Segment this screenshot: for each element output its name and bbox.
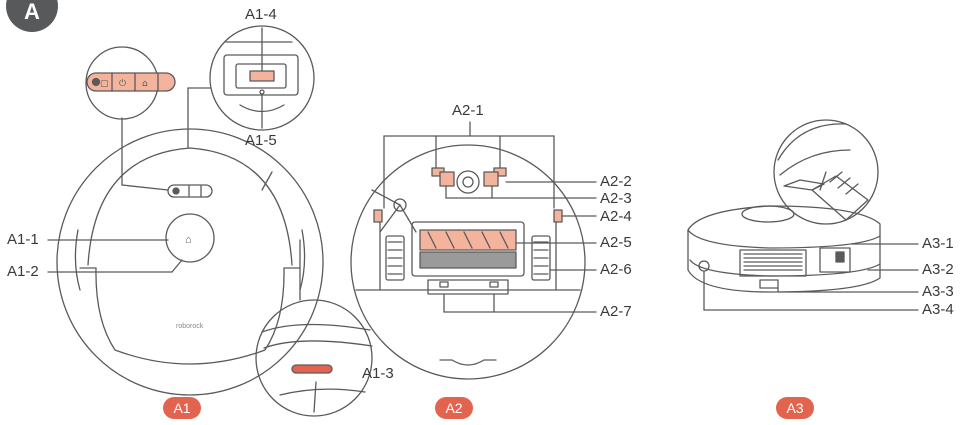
label-a3-2: A3-2 (922, 261, 954, 278)
label-a2-4: A2-4 (600, 208, 632, 225)
label-a3-1: A3-1 (922, 235, 954, 252)
label-a2-6: A2-6 (600, 261, 632, 278)
a1-robot-top-view: ⌂ roborock (56, 117, 324, 396)
svg-text:⌂: ⌂ (185, 234, 192, 246)
svg-text:⌂: ⌂ (142, 79, 148, 89)
panel-badge-a2: A2 (435, 397, 473, 419)
label-a2-3: A2-3 (600, 190, 632, 207)
label-a2-2: A2-2 (600, 173, 632, 190)
svg-text:⏻: ⏻ (119, 78, 126, 89)
svg-text:roborock: roborock (176, 323, 204, 330)
a3-robot-side-view (687, 205, 881, 293)
svg-text:▢: ▢ (100, 79, 109, 89)
label-a1-4: A1-4 (245, 6, 277, 23)
a2-robot-bottom-view (350, 144, 586, 380)
label-a1-3: A1-3 (362, 365, 394, 382)
a1-buttons-zoom: ▢ ⏻ ⌂ (85, 46, 176, 120)
label-a1-2: A1-2 (7, 263, 39, 280)
a1-bumper-zoom (255, 239, 373, 417)
a2-leaders (383, 121, 597, 313)
a1-reset-zoom (187, 25, 315, 149)
panel-badge-a1: A1 (163, 397, 201, 419)
label-a2-5: A2-5 (600, 234, 632, 251)
a3-leaders (703, 243, 919, 311)
label-a3-3: A3-3 (922, 283, 954, 300)
label-a1-1: A1-1 (7, 231, 39, 248)
label-a2-7: A2-7 (600, 303, 632, 320)
label-a3-4: A3-4 (922, 301, 954, 318)
a1-leaders (47, 239, 183, 273)
a3-dustbin-zoom (773, 119, 879, 225)
label-a2-1: A2-1 (452, 102, 484, 119)
label-a1-5: A1-5 (245, 132, 277, 149)
panel-badge-a3: A3 (776, 397, 814, 419)
